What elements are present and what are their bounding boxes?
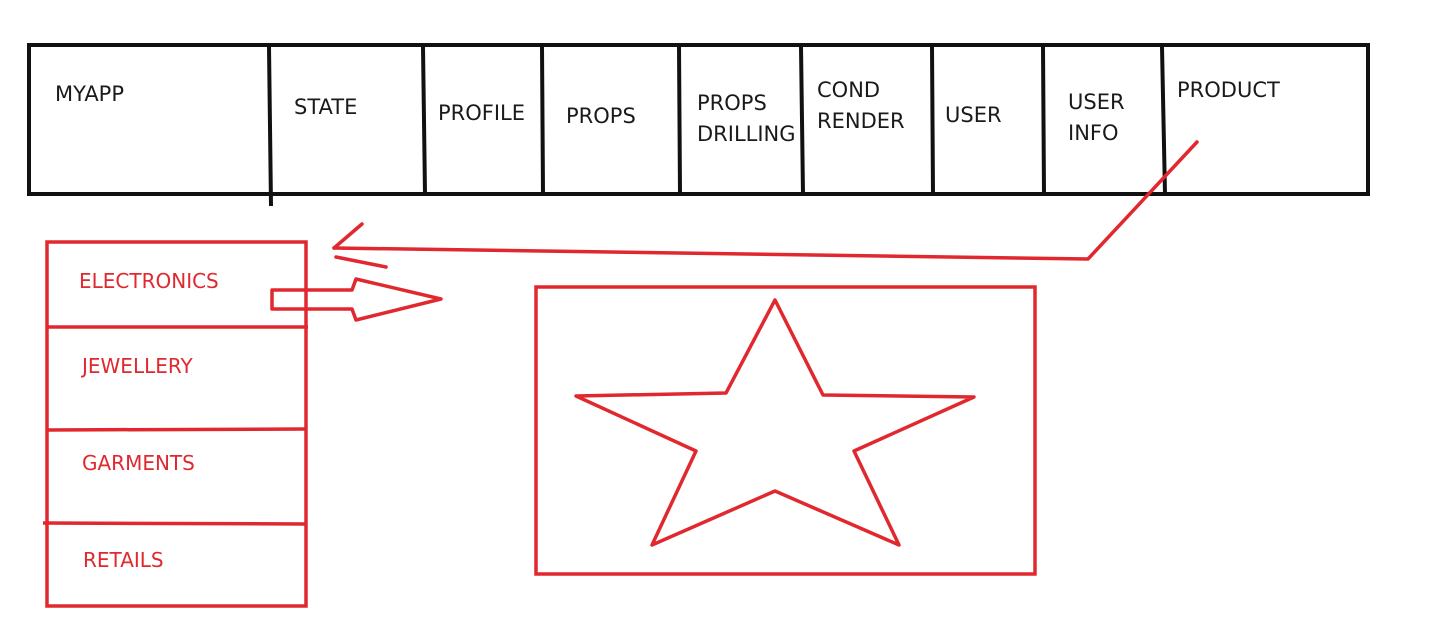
nav-item-user[interactable]: USER — [945, 103, 1002, 127]
product-to-sidebar-arrow — [332, 140, 1199, 269]
electronics-to-content-arrow — [270, 277, 443, 322]
navbar-frame — [27, 43, 1370, 196]
sidebar-item-garments[interactable]: GARMENTS — [82, 451, 195, 475]
navbar-divider — [930, 46, 935, 195]
sidebar-item-retails[interactable]: RETAILS — [83, 548, 164, 572]
sidebar-divider — [42, 521, 306, 526]
nav-item-product[interactable]: PRODUCT — [1177, 78, 1280, 102]
sidebar-frame — [45, 240, 308, 608]
navbar-divider — [799, 46, 805, 195]
nav-item-myapp[interactable]: MYAPP — [55, 82, 124, 106]
arrow-head-upper — [332, 222, 364, 250]
sidebar-item-jewellery[interactable]: JEWELLERY — [80, 354, 193, 378]
nav-item-profile[interactable]: PROFILE — [438, 101, 525, 125]
navbar-divider — [677, 46, 682, 195]
navbar-divider — [540, 46, 545, 195]
nav-item-user-info[interactable]: USER INFO — [1068, 90, 1131, 145]
content-panel — [534, 285, 1037, 576]
nav-item-props-drilling[interactable]: PROPS DRILLING — [697, 91, 796, 146]
navbar-divider — [1160, 46, 1167, 195]
navbar-divider — [267, 46, 273, 207]
navbar-divider — [421, 46, 427, 195]
nav-item-state[interactable]: STATE — [294, 95, 357, 119]
sidebar-item-electronics[interactable]: ELECTRONICS — [79, 269, 219, 293]
nav-item-props[interactable]: PROPS — [566, 104, 636, 128]
category-sidebar: ELECTRONICS JEWELLERY GARMENTS RETAILS — [42, 240, 308, 608]
navbar-dividers — [267, 46, 1167, 207]
star-icon — [574, 298, 976, 547]
sidebar-divider — [46, 427, 307, 432]
navbar-divider — [1041, 46, 1046, 195]
arrow-shaft — [332, 140, 1199, 261]
content-panel-frame — [534, 285, 1037, 576]
top-navbar: MYAPP STATE PROFILE PROPS PROPS DRILLING… — [27, 43, 1370, 207]
arrow-head-lower — [334, 255, 388, 269]
nav-item-cond-render[interactable]: COND RENDER — [817, 78, 905, 133]
